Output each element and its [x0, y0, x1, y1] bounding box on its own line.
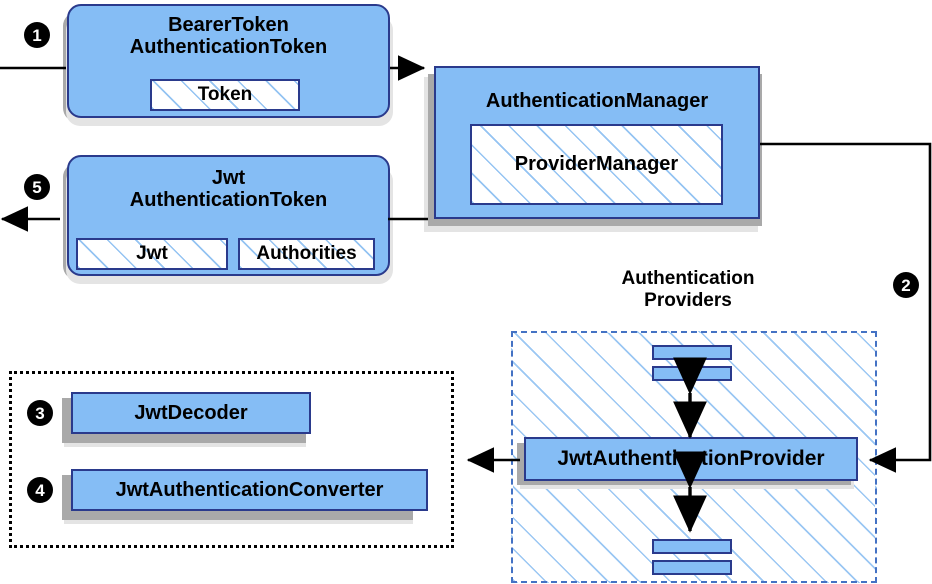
provider-stub-bar-top-2 — [652, 366, 732, 381]
jwt-inner-box[interactable]: Jwt — [76, 238, 228, 270]
providers-title-line-1: Authentication — [621, 268, 755, 289]
jwt-authentication-provider-label: JwtAuthenticationProvider — [557, 447, 825, 471]
jwt-token-label-line-1: Jwt — [211, 167, 246, 189]
jwt-authentication-converter-node[interactable]: JwtAuthenticationConverter — [71, 469, 428, 511]
step-marker-1: 1 — [24, 22, 50, 48]
provider-manager-label: ProviderManager — [514, 153, 679, 175]
jwt-decoder-label: JwtDecoder — [134, 401, 248, 424]
authentication-manager-label: AuthenticationManager — [485, 90, 709, 112]
jwt-decoder-node[interactable]: JwtDecoder — [71, 392, 311, 434]
provider-stub-bar-top-1 — [652, 345, 732, 360]
token-label: Token — [197, 84, 253, 105]
step-marker-2-number: 2 — [901, 275, 911, 295]
step-marker-4: 4 — [27, 477, 53, 503]
token-inner-box[interactable]: Token — [150, 79, 300, 111]
step-marker-5-number: 5 — [32, 177, 42, 197]
step-marker-3-number: 3 — [35, 403, 45, 423]
providers-title-line-2: Providers — [644, 289, 732, 311]
step-marker-2: 2 — [893, 272, 919, 298]
step-marker-3: 3 — [27, 400, 53, 426]
step-marker-4-number: 4 — [35, 480, 45, 500]
providers-group-title: Authentication Providers — [588, 268, 788, 312]
bearer-token-label-line-1: BearerToken — [168, 14, 289, 36]
jwt-label: Jwt — [136, 243, 168, 264]
authorities-inner-box[interactable]: Authorities — [238, 238, 375, 270]
step-marker-1-number: 1 — [32, 25, 42, 45]
jwt-components-container — [9, 371, 454, 548]
jwt-authentication-provider-node[interactable]: JwtAuthenticationProvider — [524, 437, 858, 481]
authorities-label: Authorities — [256, 243, 357, 264]
provider-stub-bar-bottom-2 — [652, 560, 732, 575]
jwt-token-label-line-2: AuthenticationToken — [129, 189, 328, 212]
provider-stub-bar-bottom-1 — [652, 539, 732, 554]
jwt-authentication-converter-label: JwtAuthenticationConverter — [115, 478, 384, 501]
bearer-token-label-line-2: AuthenticationToken — [129, 36, 328, 59]
step-marker-5: 5 — [24, 174, 50, 200]
provider-manager-inner-box[interactable]: ProviderManager — [470, 124, 723, 205]
